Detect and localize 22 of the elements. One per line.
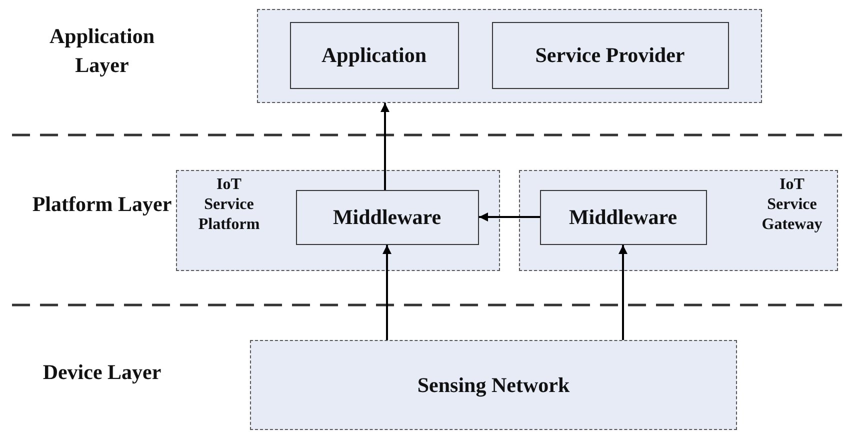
container-heading: IoT Service Gateway	[760, 175, 824, 235]
dashed-container	[519, 170, 838, 271]
arrow	[618, 245, 628, 340]
node-label: Middleware	[568, 204, 678, 230]
component-box	[296, 190, 478, 244]
arrow	[382, 245, 392, 340]
dashed-container	[176, 170, 500, 271]
dashed-container	[257, 9, 762, 103]
node-label: Middleware	[332, 204, 442, 230]
component-box	[492, 22, 728, 88]
container-heading: IoT Service Platform	[197, 175, 261, 235]
node-label: Application	[321, 42, 427, 68]
layer-label: Application Layer	[48, 23, 156, 80]
dashed-container	[250, 340, 737, 430]
component-box	[540, 190, 706, 244]
node-label: Sensing Network	[417, 372, 570, 398]
node-label: Service Provider	[535, 42, 685, 68]
arrow	[380, 103, 390, 190]
layer-label: Device Layer	[42, 359, 162, 386]
layer-label: Platform Layer	[32, 191, 172, 218]
arrow	[479, 212, 540, 222]
component-box	[290, 22, 458, 88]
